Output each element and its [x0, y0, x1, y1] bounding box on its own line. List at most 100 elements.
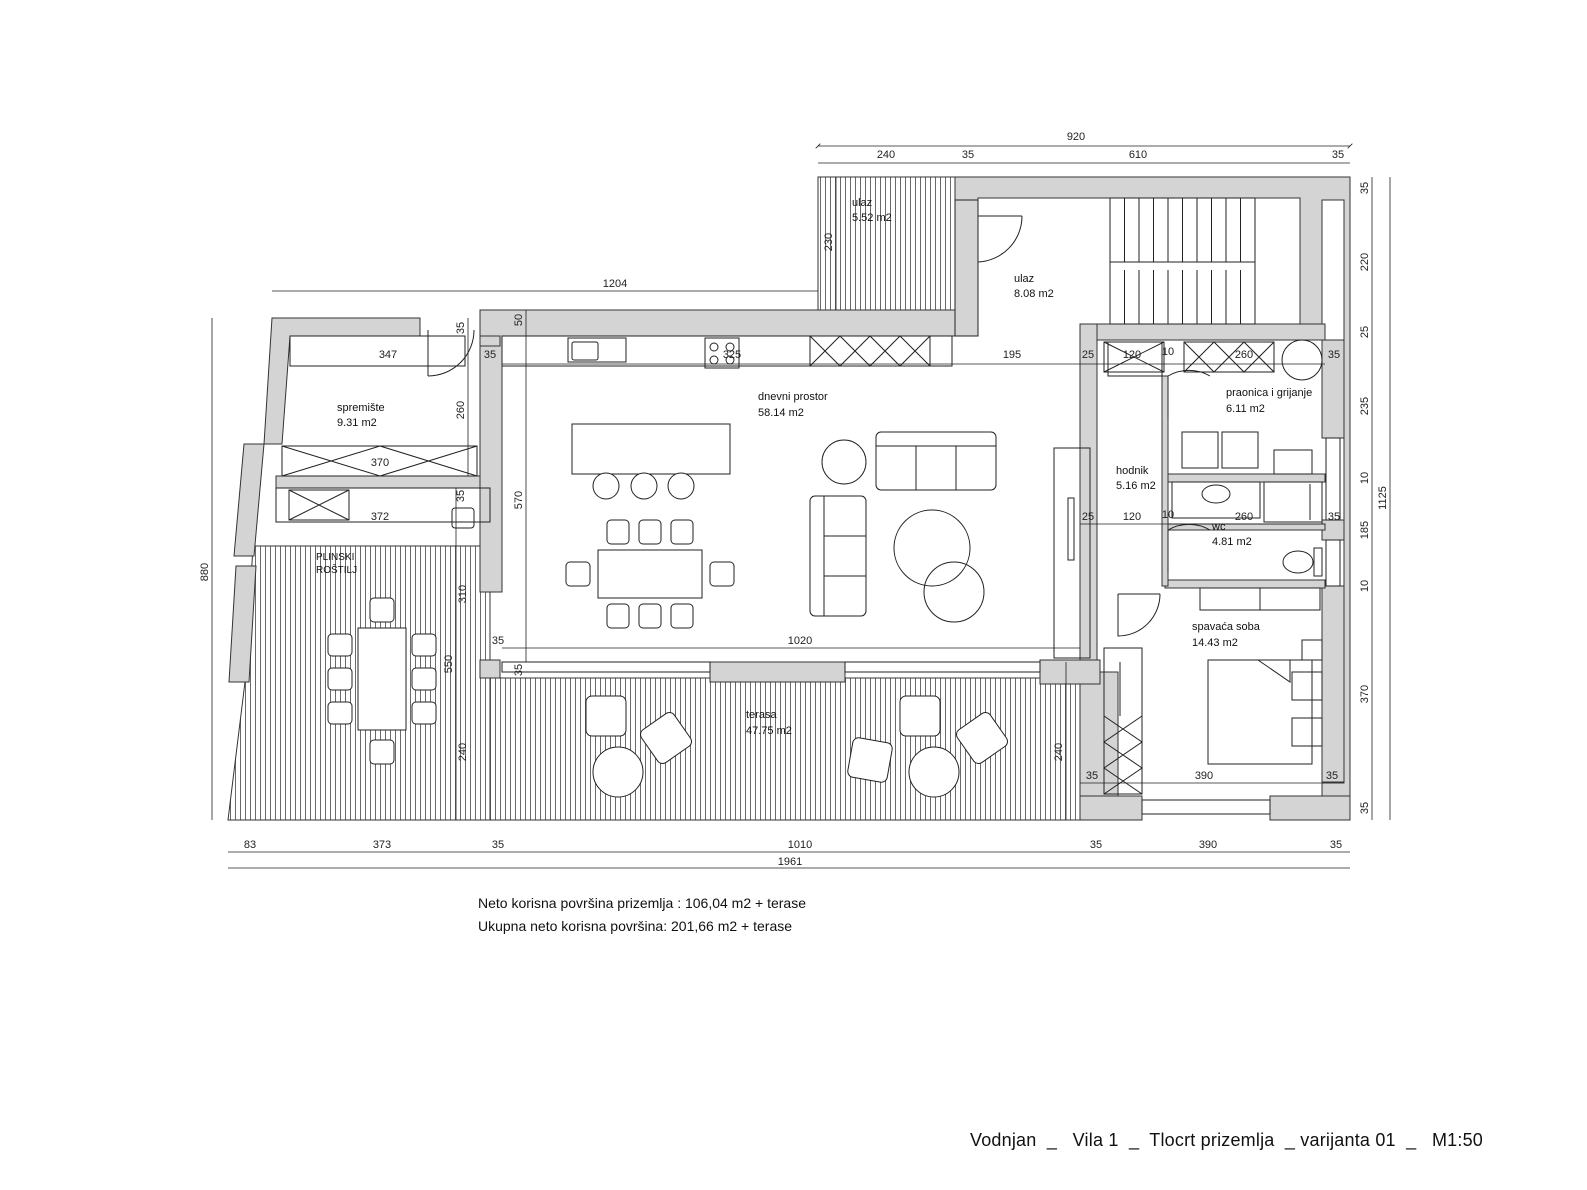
wardrobe [1107, 341, 1163, 377]
grill-label: PLINSKI [316, 552, 354, 563]
room-name: hodnik [1116, 465, 1149, 477]
tall-cabinets [809, 335, 931, 367]
coffee-table [893, 509, 971, 587]
svg-text:372: 372 [371, 511, 389, 523]
grill-sink [451, 507, 475, 529]
sofa [875, 431, 997, 491]
svg-text:25: 25 [1359, 326, 1371, 338]
grill-label: ROŠTILJ [316, 563, 357, 576]
side-table [821, 439, 867, 485]
entrance-deck [817, 176, 956, 311]
svg-text:390: 390 [1199, 839, 1217, 851]
wall [1164, 473, 1326, 483]
net-area-ground-floor: Neto korisna površina prizemlja : 106,04… [478, 895, 806, 911]
wall [479, 659, 501, 679]
svg-text:35: 35 [1332, 149, 1344, 161]
svg-text:235: 235 [1359, 397, 1371, 415]
outdoor-chair [327, 597, 437, 765]
furniture [275, 335, 1323, 798]
bedroom-wardrobe [1103, 647, 1143, 795]
room-name: praonica i grijanje [1226, 387, 1312, 399]
svg-text:25: 25 [1082, 349, 1094, 361]
svg-text:35: 35 [513, 664, 525, 676]
svg-text:35: 35 [492, 635, 504, 647]
svg-text:35: 35 [455, 322, 467, 334]
svg-text:10: 10 [1359, 472, 1371, 484]
room-area: 5.52 m2 [852, 212, 892, 224]
shower [1263, 481, 1323, 523]
svg-text:240: 240 [877, 149, 895, 161]
dryer [1221, 431, 1259, 469]
window [844, 661, 1041, 673]
svg-text:550: 550 [443, 655, 455, 673]
svg-text:260: 260 [455, 401, 467, 419]
utility-sink [1273, 449, 1313, 475]
svg-text:35: 35 [484, 349, 496, 361]
glazing [501, 199, 1341, 815]
room-name: dnevni prostor [758, 391, 828, 403]
terrace-table [592, 746, 644, 798]
laundry-cabinet [1183, 341, 1275, 373]
svg-text:35: 35 [1328, 511, 1340, 523]
boiler [1281, 339, 1323, 381]
bar-stool [630, 472, 658, 500]
outdoor-table [357, 627, 407, 731]
svg-text:25: 25 [1082, 511, 1094, 523]
grill-counter [275, 487, 491, 523]
svg-text:10: 10 [1162, 509, 1174, 521]
total-net-area: Ukupna neto korisna površina: 201,66 m2 … [478, 918, 793, 934]
svg-text:185: 185 [1359, 521, 1371, 539]
wall [1161, 375, 1169, 587]
window [1141, 799, 1271, 815]
svg-text:10: 10 [1359, 580, 1371, 592]
room-name: wc [1211, 521, 1226, 533]
wall [1079, 323, 1119, 821]
svg-text:83: 83 [244, 839, 256, 851]
svg-text:120: 120 [1123, 349, 1141, 361]
svg-text:325: 325 [723, 349, 741, 361]
nightstand [1291, 671, 1323, 701]
room-area: 5.16 m2 [1116, 480, 1156, 492]
door-swing [1117, 593, 1161, 637]
window [954, 199, 979, 337]
svg-text:347: 347 [379, 349, 397, 361]
svg-text:260: 260 [1235, 349, 1253, 361]
svg-text:10: 10 [1162, 346, 1174, 358]
room-labels: ulaz 5.52 m2 ulaz 8.08 m2 spremište 9.31… [316, 197, 1312, 737]
wall [1164, 579, 1326, 589]
room-name: terasa [746, 709, 777, 721]
storage-shelf [289, 335, 466, 367]
room-area: 47.75 m2 [746, 725, 792, 737]
wall [1321, 585, 1345, 783]
wall [1164, 523, 1326, 531]
kitchen-island [571, 423, 731, 475]
svg-text:35: 35 [1359, 182, 1371, 194]
svg-text:260: 260 [1235, 511, 1253, 523]
door-swing [1167, 369, 1211, 418]
room-name: ulaz [1014, 273, 1034, 285]
svg-text:370: 370 [371, 457, 389, 469]
coffee-table [923, 561, 985, 623]
wall [233, 443, 265, 557]
svg-text:370: 370 [1359, 685, 1371, 703]
room-area: 4.81 m2 [1212, 536, 1252, 548]
toilet-tank [1313, 547, 1323, 577]
room-area: 9.31 m2 [337, 417, 377, 429]
svg-text:35: 35 [962, 149, 974, 161]
svg-text:35: 35 [1359, 802, 1371, 814]
svg-text:1204: 1204 [603, 278, 627, 290]
door-swing [427, 329, 475, 377]
window [501, 661, 711, 673]
washer [1181, 431, 1219, 469]
dimension-lines [211, 146, 1391, 869]
svg-text:35: 35 [1328, 349, 1340, 361]
wall [1079, 795, 1143, 821]
svg-text:35: 35 [1090, 839, 1102, 851]
svg-text:570: 570 [513, 491, 525, 509]
svg-text:310: 310 [457, 585, 469, 603]
wall [1269, 795, 1351, 821]
dining-chair [565, 519, 735, 629]
wall [228, 565, 257, 683]
wall [709, 661, 846, 683]
